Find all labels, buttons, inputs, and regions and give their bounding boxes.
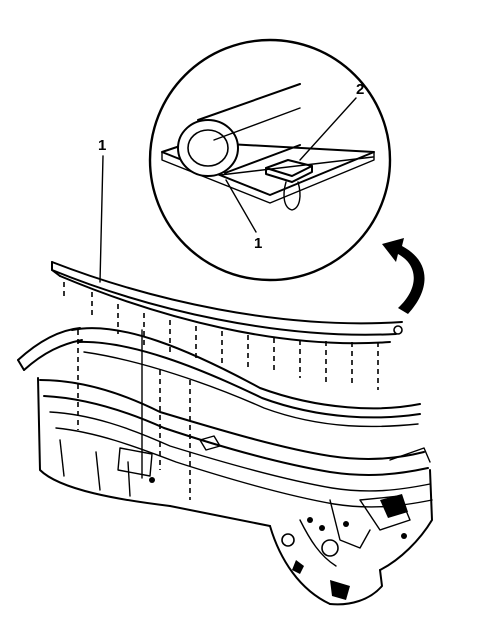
detail-leader-1 xyxy=(225,179,257,233)
flange-plate-edge xyxy=(161,151,375,204)
magnifier-circle xyxy=(148,38,392,282)
weatherstrip-bulb xyxy=(177,83,301,177)
cowl-panel-body xyxy=(17,327,433,606)
detail-leader-2 xyxy=(299,97,357,161)
alignment-lines xyxy=(63,282,379,500)
callout-1-main: 1 xyxy=(98,137,106,154)
main-leader-1 xyxy=(99,155,104,283)
curved-arrow-icon xyxy=(382,238,425,314)
detail-magnifier xyxy=(148,38,392,282)
cowl-weatherstrip xyxy=(51,261,403,345)
callout-1-detail: 1 xyxy=(254,235,262,252)
callout-2: 2 xyxy=(356,81,364,98)
flange-plate-line xyxy=(219,156,374,176)
retaining-clip xyxy=(265,159,313,211)
